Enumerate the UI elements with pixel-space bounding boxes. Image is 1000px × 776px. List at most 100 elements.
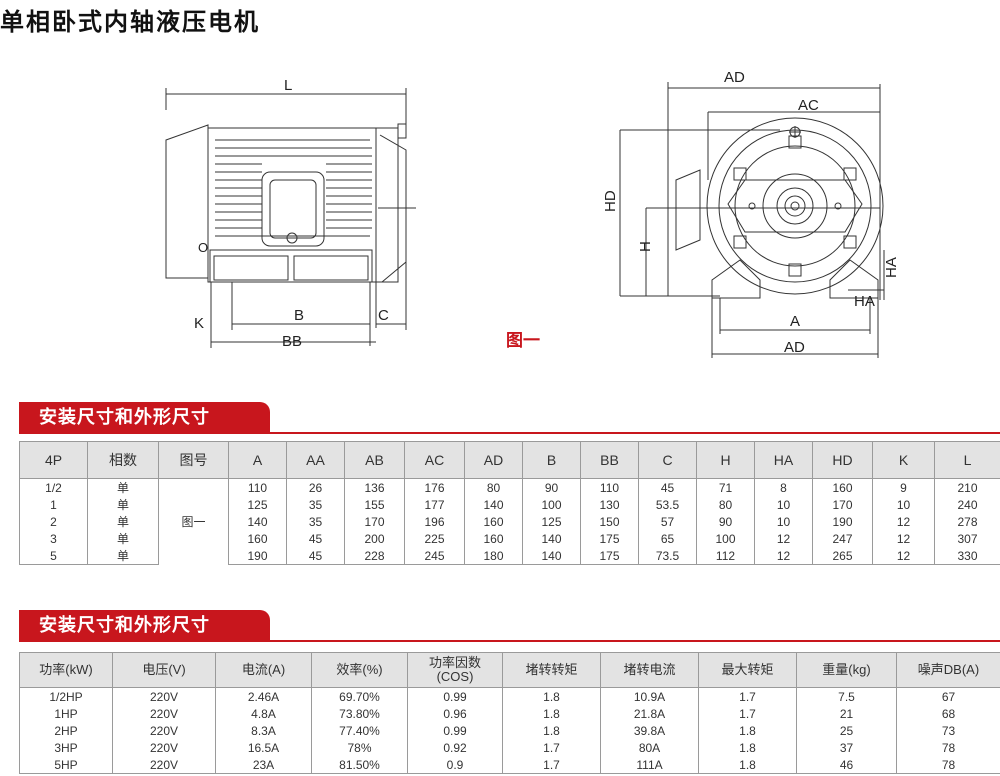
table-cell: 80 bbox=[464, 478, 523, 496]
table-cell: 12 bbox=[872, 547, 935, 565]
table-cell: 8.3A bbox=[215, 722, 312, 739]
header-cell: H bbox=[696, 441, 755, 479]
table-cell: 160 bbox=[228, 530, 287, 547]
table-cell: 176 bbox=[404, 478, 465, 496]
table-cell: 330 bbox=[934, 547, 1000, 565]
table-cell: 12 bbox=[754, 547, 813, 565]
table-cell: 78 bbox=[896, 756, 1000, 774]
dim-label-h: H bbox=[637, 241, 654, 252]
table-cell: 12 bbox=[872, 530, 935, 547]
header-cell: C bbox=[638, 441, 697, 479]
table-cell: 7.5 bbox=[796, 687, 897, 705]
table-cell: 67 bbox=[896, 687, 1000, 705]
table-header-row: 功率(kW) 电压(V) 电流(A) 效率(%) 功率因数 (COS) 堵转转矩… bbox=[19, 652, 1000, 688]
table-cell: 160 bbox=[464, 530, 523, 547]
table-cell: 247 bbox=[812, 530, 873, 547]
table-cell: 220V bbox=[112, 705, 216, 722]
table-cell: 45 bbox=[286, 530, 345, 547]
table-cell: 150 bbox=[580, 513, 639, 530]
table-cell: 26 bbox=[286, 478, 345, 496]
table-cell: 307 bbox=[934, 530, 1000, 547]
table-cell: 80 bbox=[696, 496, 755, 513]
header-cell: 电流(A) bbox=[215, 652, 312, 688]
table-cell: 210 bbox=[934, 478, 1000, 496]
table-cell: 23A bbox=[215, 756, 312, 774]
motor-front-view-labels: AD AC HD H HA HA A AD bbox=[602, 69, 900, 356]
table-cell: 单 bbox=[87, 496, 159, 513]
header-cell: BB bbox=[580, 441, 639, 479]
dim-label-bb: BB bbox=[282, 333, 302, 350]
table-cell: 1HP bbox=[19, 705, 113, 722]
table-cell: 110 bbox=[580, 478, 639, 496]
table-cell: 1.7 bbox=[698, 687, 797, 705]
table-cell: 12 bbox=[754, 530, 813, 547]
table-cell: 220V bbox=[112, 722, 216, 739]
table-cell: 73 bbox=[896, 722, 1000, 739]
table-cell: 1/2HP bbox=[19, 687, 113, 705]
table-cell: 1.7 bbox=[502, 756, 601, 774]
performance-table: 功率(kW) 电压(V) 电流(A) 效率(%) 功率因数 (COS) 堵转转矩… bbox=[19, 652, 1000, 774]
table-cell: 10 bbox=[754, 513, 813, 530]
table-cell: 136 bbox=[344, 478, 405, 496]
dim-label-c: C bbox=[378, 307, 389, 324]
table-cell: 190 bbox=[812, 513, 873, 530]
table-cell: 140 bbox=[522, 547, 581, 565]
table-cell: 245 bbox=[404, 547, 465, 565]
table-header-row: 4P 相数 图号 A AA AB AC AD B BB C H HA HD K … bbox=[19, 441, 1000, 479]
table-cell: 3 bbox=[19, 530, 88, 547]
dim-label-ha-vertical: HA bbox=[883, 257, 900, 278]
header-cell: L bbox=[934, 441, 1000, 479]
header-cell: 4P bbox=[19, 441, 88, 479]
table-cell: 265 bbox=[812, 547, 873, 565]
table-cell: 220V bbox=[112, 756, 216, 774]
table-cell: 5 bbox=[19, 547, 88, 565]
table-cell: 单 bbox=[87, 547, 159, 565]
section-header-dimensions: 安装尺寸和外形尺寸 bbox=[19, 402, 270, 434]
table-cell: 单 bbox=[87, 513, 159, 530]
table-cell: 125 bbox=[522, 513, 581, 530]
table-cell: 140 bbox=[464, 496, 523, 513]
table-cell: 196 bbox=[404, 513, 465, 530]
table-cell: 2HP bbox=[19, 722, 113, 739]
table-cell: 1.7 bbox=[698, 705, 797, 722]
dim-label-ha: HA bbox=[854, 293, 875, 310]
table-cell: 228 bbox=[344, 547, 405, 565]
header-cell: AB bbox=[344, 441, 405, 479]
table-cell: 160 bbox=[812, 478, 873, 496]
dim-label-o: O bbox=[198, 240, 208, 255]
table-cell: 1.8 bbox=[502, 705, 601, 722]
table-cell: 90 bbox=[522, 478, 581, 496]
header-cell: 功率(kW) bbox=[19, 652, 113, 688]
table-cell: 190 bbox=[228, 547, 287, 565]
dim-label-l: L bbox=[284, 77, 292, 94]
table-cell: 4.8A bbox=[215, 705, 312, 722]
dim-label-ac: AC bbox=[798, 97, 819, 114]
table-cell: 2.46A bbox=[215, 687, 312, 705]
table-cell: 35 bbox=[286, 513, 345, 530]
table-cell: 78% bbox=[311, 739, 408, 756]
table-cell: 46 bbox=[796, 756, 897, 774]
header-cell: A bbox=[228, 441, 287, 479]
table-cell: 21.8A bbox=[600, 705, 699, 722]
header-cell: AD bbox=[464, 441, 523, 479]
dim-label-ad-top: AD bbox=[724, 69, 745, 86]
table-cell: 65 bbox=[638, 530, 697, 547]
table-cell: 12 bbox=[872, 513, 935, 530]
dim-label-a: A bbox=[790, 313, 800, 330]
table-cell: 81.50% bbox=[311, 756, 408, 774]
table-cell: 140 bbox=[228, 513, 287, 530]
table-cell: 180 bbox=[464, 547, 523, 565]
header-cell: HD bbox=[812, 441, 873, 479]
table-cell: 68 bbox=[896, 705, 1000, 722]
table-cell: 125 bbox=[228, 496, 287, 513]
header-cell: 堵转电流 bbox=[600, 652, 699, 688]
table-cell: 177 bbox=[404, 496, 465, 513]
figure-ref-cell: 图一 bbox=[158, 478, 229, 565]
table-cell: 5HP bbox=[19, 756, 113, 774]
table-cell: 71 bbox=[696, 478, 755, 496]
table-cell: 39.8A bbox=[600, 722, 699, 739]
header-cell: 噪声DB(A) bbox=[896, 652, 1000, 688]
